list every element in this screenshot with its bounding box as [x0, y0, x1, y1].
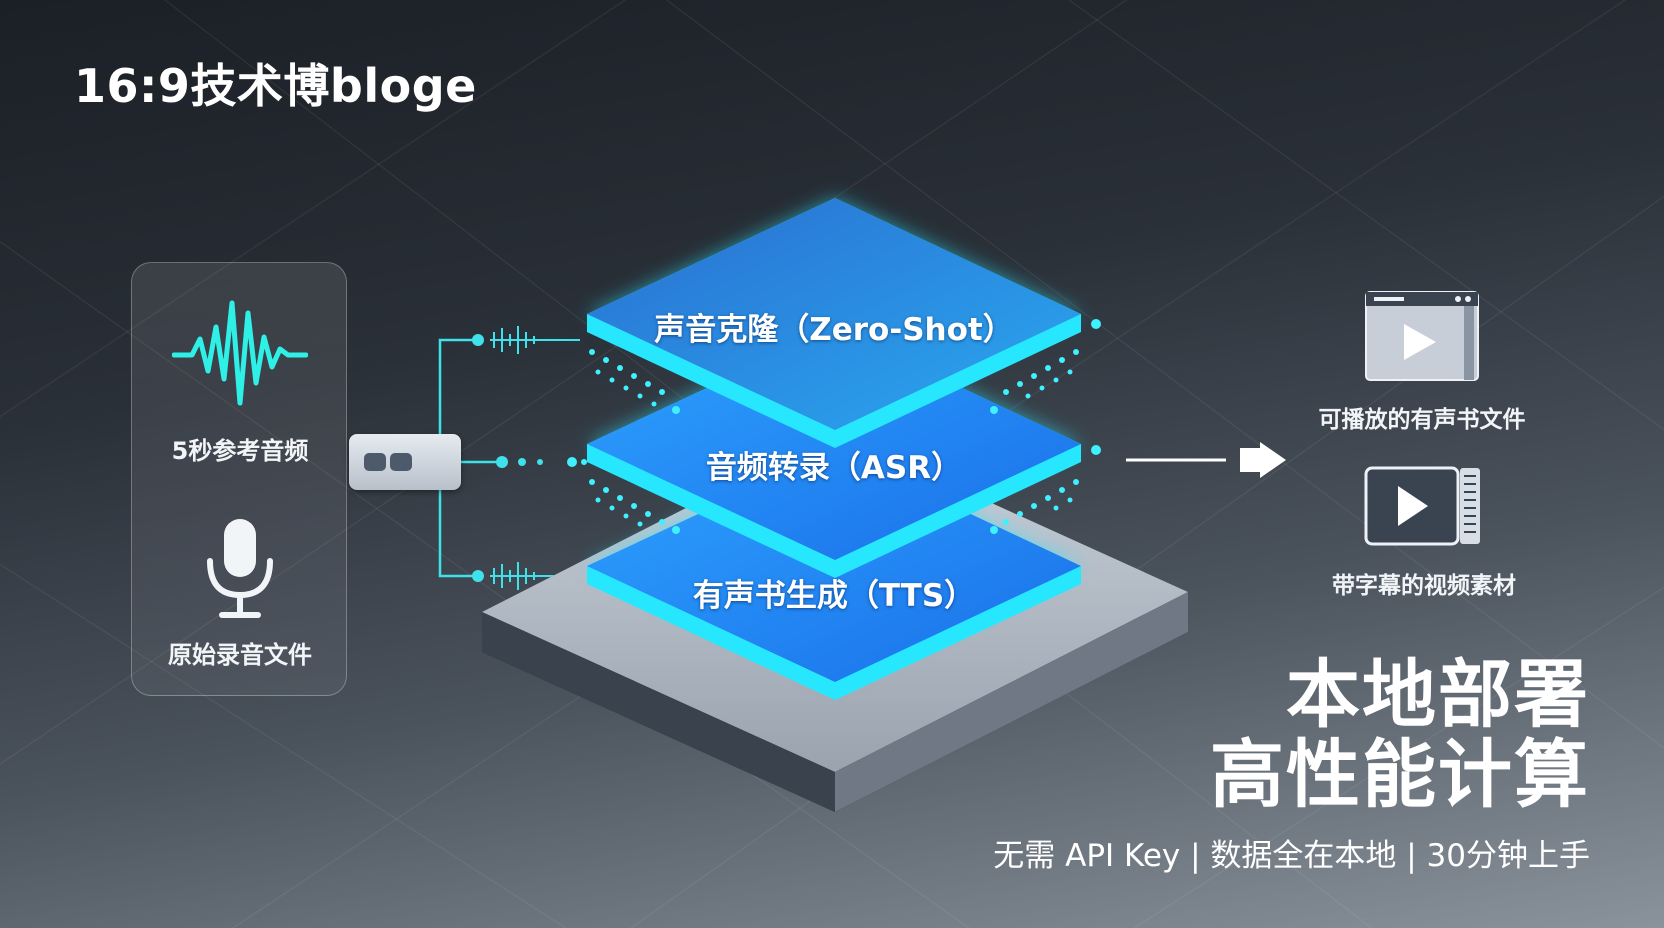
video-player-window-icon	[1365, 291, 1479, 381]
layer-label-asr: 音频转录（ASR）	[705, 450, 963, 486]
input-panel: 5秒参考音频 原始录音文件	[131, 262, 347, 696]
headline-line-2: 高性能计算	[1210, 732, 1590, 818]
video-with-subtitles-icon	[1364, 466, 1480, 546]
reference-audio-label: 5秒参考音频	[171, 437, 309, 465]
layer-label-tts: 有声书生成（TTS）	[692, 578, 976, 614]
particle-dots	[567, 319, 1101, 534]
plug-slot	[390, 453, 412, 471]
output-label-subtitled-video: 带字幕的视频素材	[1332, 573, 1516, 599]
raw-recording-label: 原始录音文件	[168, 641, 312, 669]
microphone-icon	[207, 519, 273, 618]
headline-line-1: 本地部署	[1286, 652, 1590, 738]
output-arrow-icon	[1126, 442, 1286, 478]
layer-zero-shot	[587, 198, 1081, 448]
tagline: 无需 API Key | 数据全在本地 | 30分钟上手	[993, 838, 1590, 874]
layer-label-zero-shot: 声音克隆（Zero-Shot）	[654, 312, 1014, 348]
brand-title: 16:9技术博bloge	[74, 59, 477, 113]
plug-slot	[364, 453, 386, 471]
output-label-audiobook: 可播放的有声书文件	[1318, 407, 1526, 433]
connector-plug	[349, 434, 461, 490]
waveform-icon	[172, 300, 308, 406]
